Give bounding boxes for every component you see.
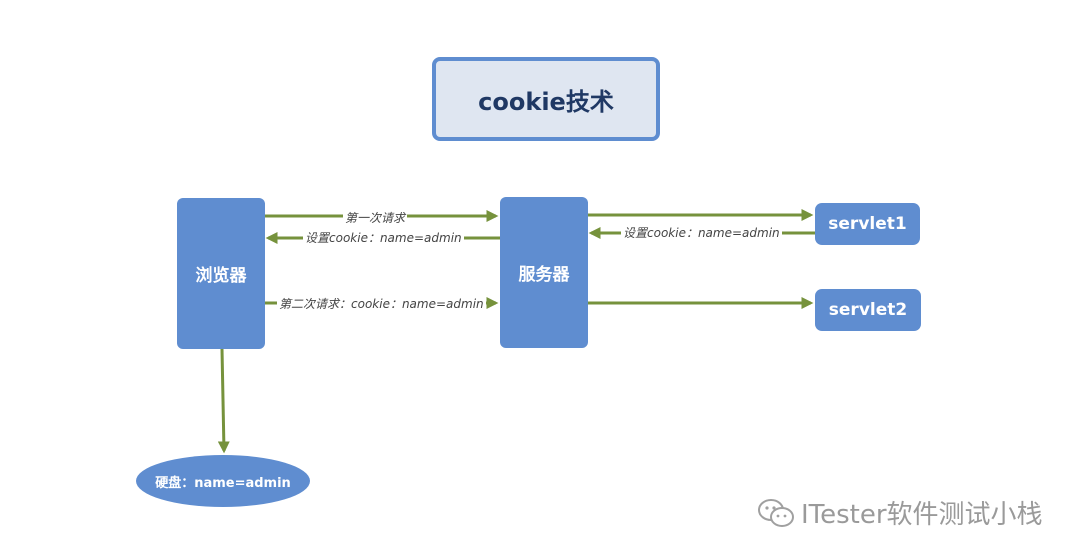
watermark-text: ITester软件测试小栈 (801, 500, 1043, 530)
diagram-title: cookie技术 (432, 57, 660, 141)
label-set-cookie-from-servlet: 设置cookie：name=admin (621, 224, 782, 241)
disk-node: 硬盘：name=admin (136, 455, 310, 507)
servlet1-node: servlet1 (815, 203, 920, 245)
watermark: ITester软件测试小栈 (757, 494, 1043, 531)
wechat-icon (758, 498, 794, 527)
label-first-request: 第一次请求 (343, 209, 408, 226)
arrow-browser-to-disk (217, 348, 230, 454)
label-second-request: 第二次请求：cookie：name=admin (277, 295, 486, 312)
label-set-cookie-to-browser: 设置cookie：name=admin (303, 229, 464, 246)
browser-node: 浏览器 (177, 198, 265, 349)
server-node: 服务器 (500, 197, 588, 348)
servlet2-node: servlet2 (815, 289, 921, 331)
